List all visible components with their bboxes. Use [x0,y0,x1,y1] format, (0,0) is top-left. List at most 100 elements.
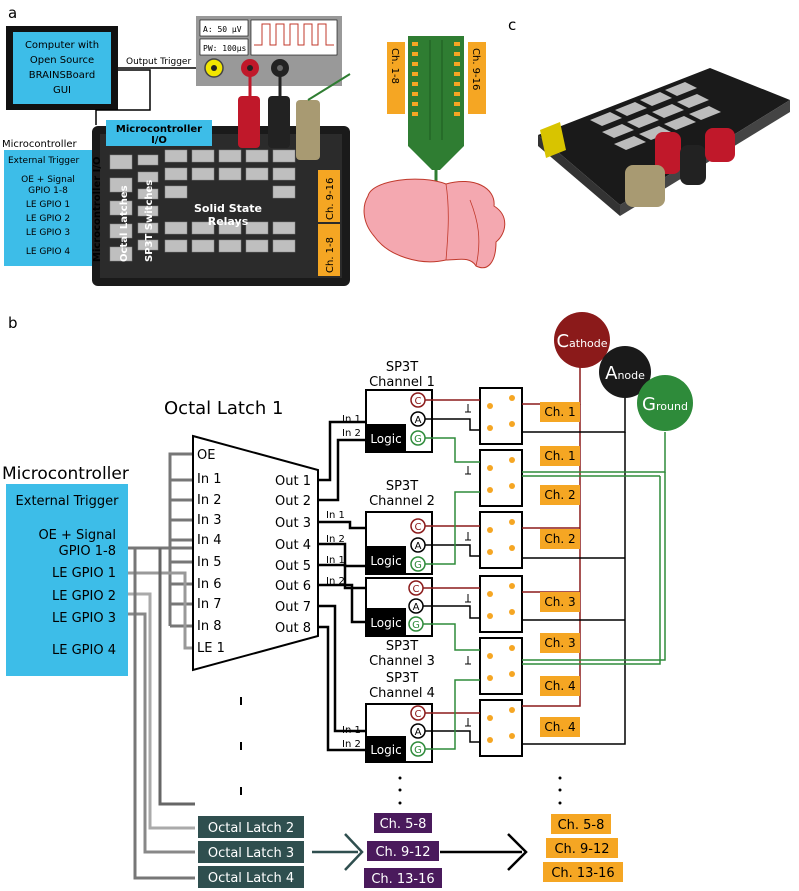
computer-line-3: BRAINSBoard [29,70,95,81]
switch-4-g: G [414,745,422,756]
latch-out-1: Out 2 [275,494,311,509]
latch-out-0: Out 1 [275,474,311,489]
a-mcu-item-0: External Trigger [8,156,80,166]
sp3t-switch-2: Logic In 1 In 2 C A G [326,510,433,575]
ground-label: Ground [642,394,688,415]
a-mcu-item-5: LE GPIO 3 [26,228,70,238]
switch-4-title-a: SP3T [386,671,418,686]
more-switch-ch-2: Ch. 13-16 [371,872,434,887]
black-plug-icon [268,96,290,148]
ch-tag-0: Ch. 1 [544,405,575,419]
switch-4-in1: In 1 [342,725,361,736]
computer-line-2: Open Source [30,55,94,66]
switch-3-a: A [413,602,420,613]
switch-1-a: A [415,415,422,426]
latch-in-7: In 7 [197,597,221,612]
latch-out-6: Out 7 [275,600,311,615]
mcu-io-side-label: Microcontroller I/O [92,156,103,262]
sp3t-switch-1: Logic In 1 In 2 C A G [342,389,433,453]
latch-outputs: Out 1 Out 2 Out 3 Out 4 Out 5 Out 6 Out … [275,474,311,636]
switch-2-in2: In 2 [326,534,345,545]
ground-ticks [465,404,471,727]
switch-1-logic: Logic [370,432,401,446]
panel-label-b: b [8,314,18,332]
relays-label-1: Solid State [194,202,262,215]
brain-icon [363,178,506,269]
switch-2-title-a: SP3T [386,479,418,494]
probe-ch-9-16-tag: Ch. 9-16 [470,48,481,90]
computer-screen [13,32,111,104]
switch-2-g: G [414,560,422,571]
switch-3-in1: In 1 [326,555,345,566]
latch-out-2: Out 3 [275,516,311,531]
computer-line-1: Computer with [25,40,99,51]
switch-2-logic: Logic [370,554,401,568]
red-plug-icon [238,96,260,148]
ground-node [637,375,693,431]
ch-tag-5: Ch. 3 [544,636,575,650]
ch-tag-4: Ch. 3 [544,595,575,609]
panel-c-device [538,68,790,216]
a-mcu-item-6: LE GPIO 4 [26,247,71,257]
switch-3-g: G [412,620,420,631]
b-mcu-title: Microcontroller [2,464,129,484]
cathode-node [554,312,610,368]
a-mcu-item-4: LE GPIO 2 [26,214,70,224]
octal-latch-2: Octal Latch 2 [208,821,294,836]
relay-diodes [487,395,515,743]
latch-out-7: Out 8 [275,621,311,636]
a-mcu-item-3: LE GPIO 1 [26,200,70,210]
switch-4-in2: In 2 [342,739,361,750]
cathode-label: Cathode [556,331,607,352]
ellipsis-dots [240,697,562,805]
switch-2-in1: In 1 [326,510,345,521]
amplitude-label: A: 50 µV [203,25,242,34]
mcu-io-label: Microcontroller [116,124,202,135]
ch-tag-2: Ch. 2 [544,488,575,502]
switch-1-g: G [414,434,422,445]
board-ch-9-16-tag: Ch. 9-16 [325,178,336,220]
b-mcu-item-5: LE GPIO 3 [52,611,116,626]
switch-4-title-b: Channel 4 [369,686,435,701]
output-trigger-label: Output Trigger [126,57,191,67]
b-mcu-item-4: LE GPIO 2 [52,589,116,604]
latch-in-6: In 6 [197,577,221,592]
octal-latches-label: Octal Latches [119,185,130,262]
channel-tags: Ch. 1 Ch. 1 Ch. 2 Ch. 2 Ch. 3 Ch. 3 Ch. … [540,402,580,737]
b-mcu-item-0: External Trigger [16,494,120,509]
sp3t-switches-label: SP3T Switches [144,180,155,262]
sp3t-switch-3: Logic In 1 In 2 C A G [326,555,433,637]
latch-out-5: Out 6 [275,579,311,594]
switch-3-title-b: Channel 3 [369,654,435,669]
waveform-display [250,19,338,56]
switch-1-in2: In 2 [342,428,361,439]
mcu-io-label-2: I/O [151,135,167,146]
switch-3-in2: In 2 [326,576,345,587]
b-mcu-box [6,484,128,676]
latch-out-4: Out 5 [275,559,311,574]
switch-2-title-b: Channel 2 [369,494,435,509]
relay-blocks [479,387,523,757]
sp3t-switch-4: Logic In 1 In 2 C A G [342,703,433,763]
probe-icon [408,36,464,208]
ch-tag-7: Ch. 4 [544,720,575,734]
ch-tag-3: Ch. 2 [544,532,575,546]
probe-ch-1-8-tag: Ch. 1-8 [389,48,400,84]
more-out-ch-1: Ch. 9-12 [554,842,609,857]
panel-b: Microcontroller External Trigger OE + Si… [2,312,693,888]
switch-1-title-b: Channel 1 [369,375,435,390]
a-mcu-box [4,150,92,266]
switch-3-logic: Logic [370,616,401,630]
latch-out-3: Out 4 [275,538,311,553]
switch-3-c: C [413,584,420,595]
switch-4-c: C [415,709,422,720]
panel-label-a: a [8,4,17,22]
anode-node [599,346,651,398]
latch-in-9: LE 1 [197,641,225,656]
pulse-width-label: PW: 100µs [203,44,247,53]
relay-chips [109,149,296,262]
mcu-io-label-box [106,120,212,146]
latch-in-3: In 3 [197,513,221,528]
latch-inputs: OE In 1 In 2 In 3 In 4 In 5 In 6 In 7 In… [197,448,225,656]
